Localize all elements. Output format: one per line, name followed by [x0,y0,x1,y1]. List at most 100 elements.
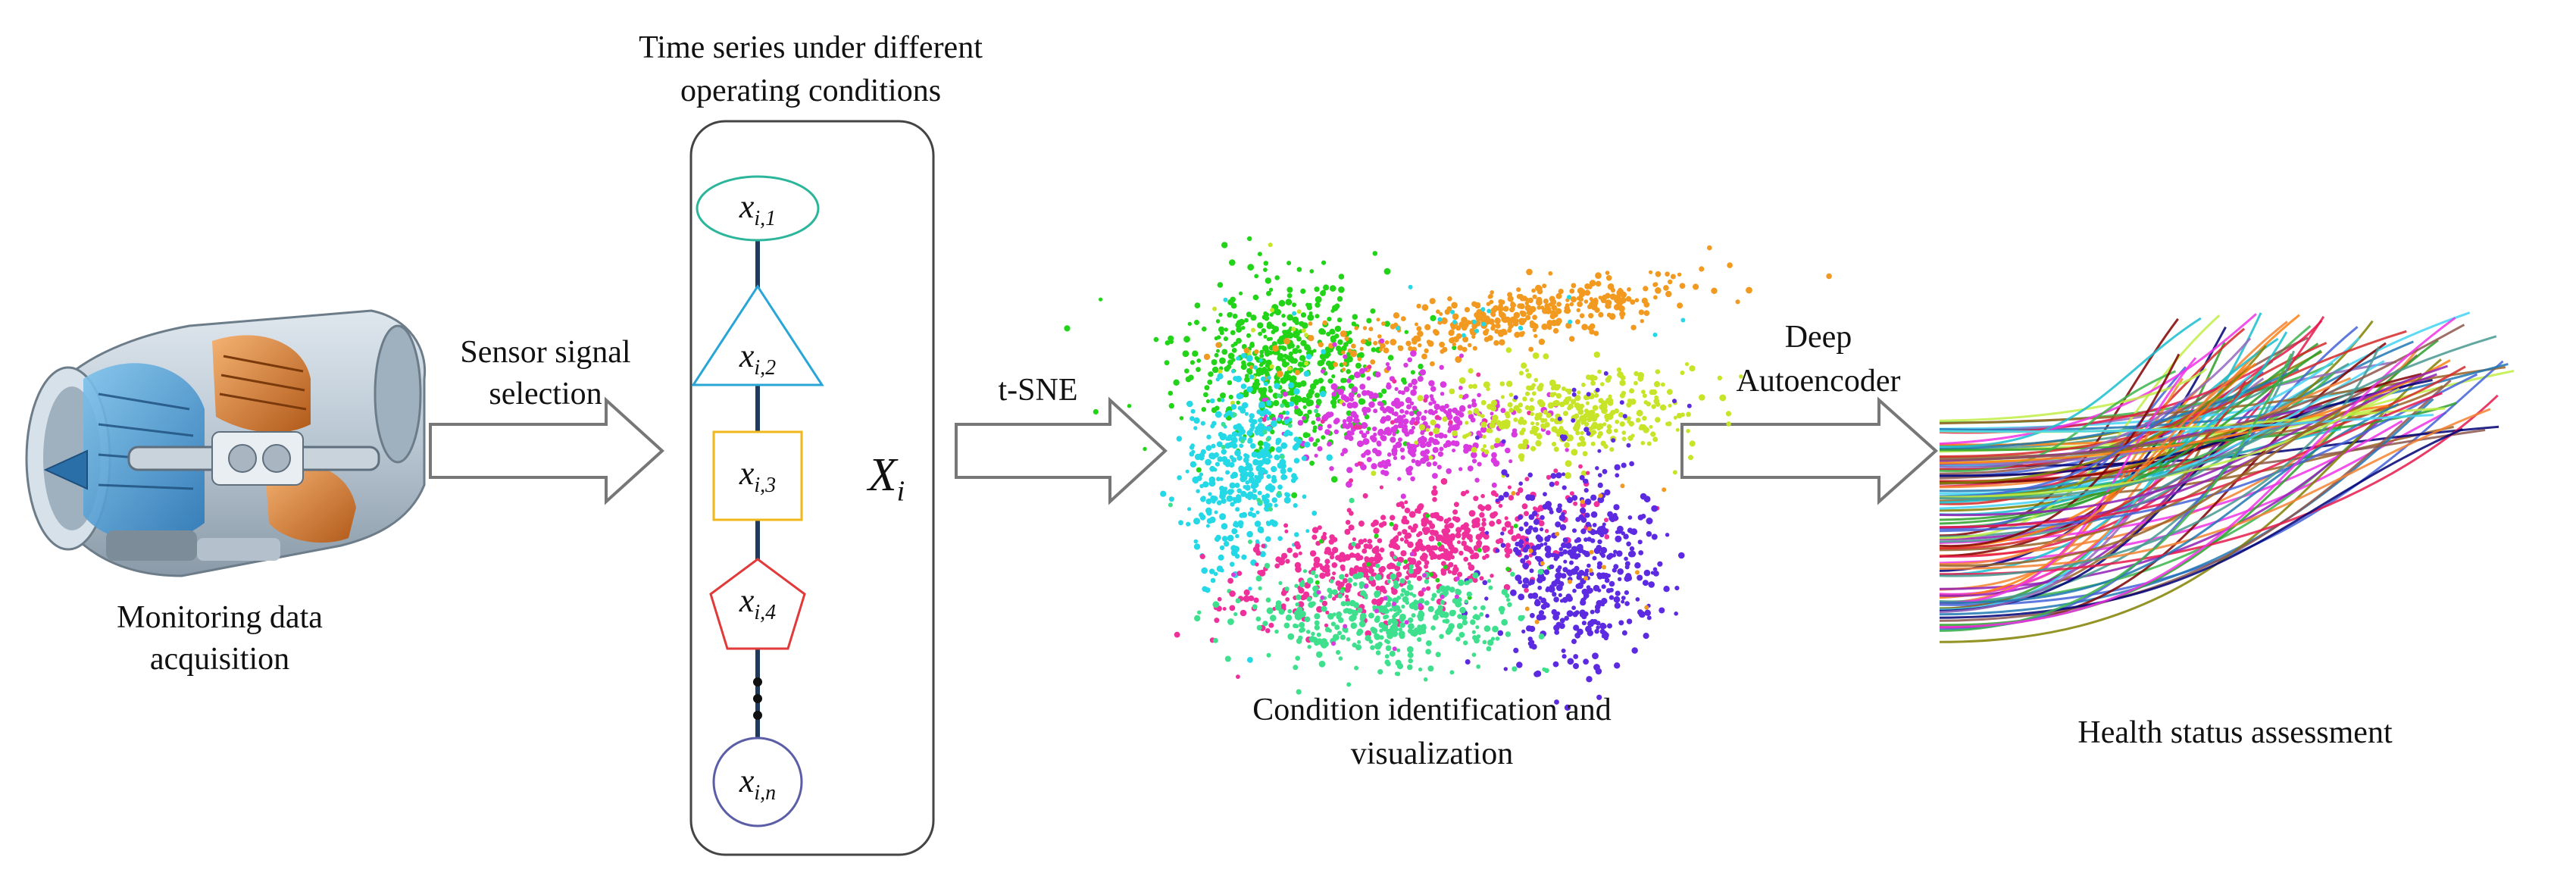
health-curve [1939,373,2437,529]
tsne-point [1452,407,1458,414]
tsne-point [1370,580,1377,587]
tsne-point [1593,501,1600,508]
tsne-point [1396,326,1401,331]
tsne-point [1483,315,1490,322]
tsne-point [1205,524,1210,528]
tsne-point [1319,388,1324,394]
tsne-point [1379,635,1384,640]
tsne-point [1552,442,1557,447]
tsne-point [1340,566,1346,571]
tsne-point [1202,586,1208,593]
tsne-point [1221,498,1227,504]
tsne-point [1435,652,1441,658]
tsne-point [1194,302,1201,308]
tsne-point [1621,531,1625,536]
tsne-point [1515,541,1520,547]
tsne-point [1240,439,1245,444]
tsne-point [1562,472,1565,477]
tsne-point [1513,395,1518,400]
tsne-point [1283,474,1288,480]
tsne-point [1190,443,1195,448]
tsne-point [1455,600,1462,608]
tsne-point [1530,411,1535,417]
tsne-point [1401,604,1405,609]
tsne-point [1324,346,1330,352]
tsne-point [1330,621,1336,627]
tsne-point [1581,588,1589,596]
tsne-point [1455,355,1462,363]
tsne-point [1674,611,1678,616]
tsne-point [1517,487,1524,493]
tsne-point [1386,661,1391,667]
tsne-point [1601,584,1606,590]
tsne-point [1662,487,1667,493]
tsne-point [1621,436,1627,442]
tsne-point [1211,499,1216,504]
tsne-point [1184,368,1190,374]
tsne-point [1366,561,1371,567]
tsne-point [1575,536,1582,543]
tsne-point [1403,362,1408,368]
tsne-point [1319,572,1326,579]
tsne-point [1323,641,1329,647]
tsne-point [1295,543,1302,550]
tsne-point [1583,478,1589,484]
tsne-point [1616,550,1623,557]
tsne-point [1508,530,1514,535]
tsne-point [1474,435,1480,440]
tsne-point [1178,520,1183,526]
tsne-point [1430,419,1436,426]
tsne-point [1199,514,1206,521]
tsne-point [1259,449,1266,455]
tsne-point [1346,337,1352,343]
tsne-point [1280,603,1286,608]
tsne-point [1411,444,1417,450]
tsne-point [1464,307,1471,313]
tsne-point [1629,550,1637,558]
tsne-point [1228,394,1233,400]
tsne-point [1507,402,1513,408]
tsne-point [1505,593,1510,599]
tsne-point [1553,383,1561,391]
tsne-point [1496,539,1501,544]
tsne-point [1352,609,1358,617]
tsne-point [1607,623,1612,629]
tsne-point [1264,502,1270,508]
tsne-point [1518,402,1524,408]
tsne-point [1576,406,1581,411]
tsne-point [1370,579,1376,585]
tsne-point [1227,577,1233,584]
tsne-point [1296,368,1302,374]
tsne-point [1247,346,1252,352]
health-curve [1939,360,2385,510]
tsne-point [1305,369,1311,374]
tsne-point [1452,547,1458,554]
tsne-point [1365,389,1371,396]
tsne-point [1265,458,1271,464]
tsne-point [1226,436,1232,441]
tsne-point [1302,454,1310,461]
tsne-point [1266,337,1271,342]
tsne-point [1522,577,1530,584]
tsne-point [1470,619,1476,625]
tsne-point [1577,408,1584,415]
tsne-point [1245,461,1250,467]
tsne-point [1283,622,1290,629]
tsne-point [1264,315,1270,321]
tsne-point [1493,407,1499,412]
tsne-point [1519,416,1524,421]
tsne-point [1480,493,1485,499]
tsne-point [1356,352,1363,359]
tsne-point [1589,297,1593,301]
tsne-point [1164,360,1170,366]
tsne-point [1424,560,1430,565]
tsne-point [1624,575,1630,582]
tsne-point [1672,399,1677,404]
tsne-point [1579,313,1585,319]
tsne-point [1392,432,1396,436]
tsne-point [1481,318,1487,324]
tsne-point [1627,435,1633,441]
tsne-point [1225,414,1233,421]
tsne-point [1581,549,1587,555]
tsne-point [1409,592,1414,596]
